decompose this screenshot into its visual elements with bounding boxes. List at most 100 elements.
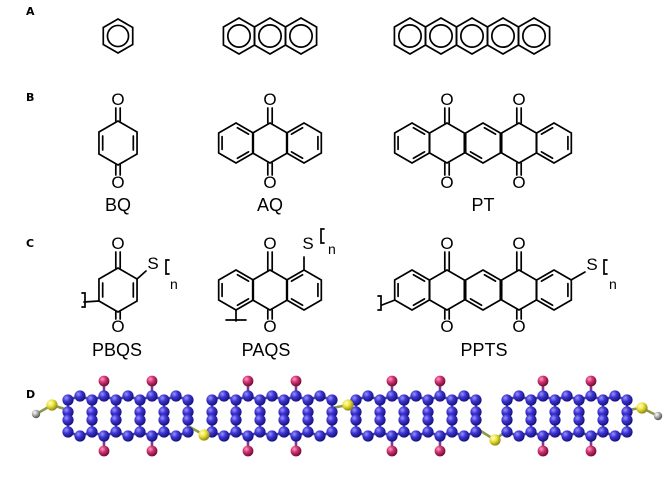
aq-left-inner-double-bond <box>236 151 250 160</box>
carbon-atom <box>446 426 458 438</box>
pbqs-oxygen-bottom: O <box>111 317 124 336</box>
carbon-atom <box>230 406 242 418</box>
aq-right-ring <box>285 122 323 164</box>
carbon-atom <box>537 430 549 442</box>
pentacene-aromatic-circle <box>459 23 485 49</box>
panel-label-a: A <box>26 5 35 18</box>
ppts-ring4-ring <box>500 269 538 311</box>
carbon-atom <box>290 390 302 402</box>
pbqs-s-bond <box>136 270 147 280</box>
carbon-atom <box>326 426 338 438</box>
carbon-atom <box>525 414 537 426</box>
paqs-sulfur: S <box>302 234 313 253</box>
carbon-atom <box>470 394 482 406</box>
carbon-atom <box>326 394 338 406</box>
carbon-atom <box>513 430 525 442</box>
ppts-oxygen-top-right: O <box>512 234 525 253</box>
carbon-atom <box>537 390 549 402</box>
pt-oxygen-top-left: O <box>440 90 453 109</box>
oxygen-atom <box>98 445 110 457</box>
carbon-atom <box>549 394 561 406</box>
pentacene-aromatic-circle <box>490 23 516 49</box>
pt-oxygen-bottom-left: O <box>440 173 453 192</box>
paqs-right-inner-double-bond <box>290 298 304 307</box>
ppts-ring2-ring <box>428 269 466 311</box>
carbon-atom <box>386 390 398 402</box>
carbon-atom <box>434 390 446 402</box>
carbon-atom <box>86 394 98 406</box>
carbon-atom <box>314 430 326 442</box>
carbon-atom <box>585 430 597 442</box>
oxygen-atom <box>242 445 254 457</box>
carbon-atom <box>350 394 362 406</box>
carbon-atom <box>146 430 158 442</box>
carbon-atom <box>134 414 146 426</box>
carbon-atom <box>501 406 513 418</box>
oxygen-atom <box>434 445 446 457</box>
sulfur-atom <box>198 429 210 441</box>
pentacene-aromatic-circle <box>397 23 423 49</box>
panel-label-b: B <box>26 91 34 104</box>
carbon-atom <box>446 406 458 418</box>
bq-ring <box>98 120 138 166</box>
pt-ring5-inner-double-bond <box>540 151 554 160</box>
carbon-atom <box>470 406 482 418</box>
oxygen-atom <box>537 375 549 387</box>
ppts-name: PPTS <box>460 340 507 360</box>
ppts-left-bracket <box>377 295 382 311</box>
carbon-atom <box>513 390 525 402</box>
pt-ring3-inner-double-bond <box>483 126 497 135</box>
carbon-atom <box>230 426 242 438</box>
carbon-atom <box>501 426 513 438</box>
carbon-atom <box>302 406 314 418</box>
carbon-atom <box>362 430 374 442</box>
carbon-atom <box>278 406 290 418</box>
carbon-atom <box>398 414 410 426</box>
carbon-atom <box>597 406 609 418</box>
carbon-atom <box>242 390 254 402</box>
carbon-atom <box>326 406 338 418</box>
pt-ring2-ring <box>428 122 466 164</box>
carbon-atom <box>62 406 74 418</box>
carbon-atom <box>398 406 410 418</box>
carbon-atom <box>501 414 513 426</box>
anthracene-aromatic-circle <box>226 23 252 49</box>
sulfur-atom <box>489 434 501 446</box>
oxygen-atom <box>146 375 158 387</box>
carbon-atom <box>74 430 86 442</box>
carbon-atom <box>254 426 266 438</box>
paqs-oxygen-bottom: O <box>263 317 276 336</box>
aq-right-inner-double-bond <box>290 151 304 160</box>
sulfur-atom <box>342 399 354 411</box>
carbon-atom <box>158 426 170 438</box>
carbon-atom <box>350 426 362 438</box>
carbon-atom <box>86 426 98 438</box>
aq-right-inner-double-bond <box>290 126 304 135</box>
carbon-atom <box>549 406 561 418</box>
oxygen-atom <box>242 375 254 387</box>
pbqs-left-bracket <box>81 292 86 308</box>
carbon-atom <box>573 426 585 438</box>
carbon-atom <box>561 390 573 402</box>
carbon-atom <box>398 426 410 438</box>
carbon-atom <box>254 394 266 406</box>
pt-ring5-ring <box>535 122 573 164</box>
ppts-ring3-inner-double-bond <box>469 298 483 307</box>
carbon-atom <box>422 394 434 406</box>
ppts-ring1-inner-double-bond <box>412 273 426 282</box>
carbon-atom <box>446 414 458 426</box>
carbon-atom <box>302 426 314 438</box>
ppts-ring5-inner-double-bond <box>540 273 554 282</box>
carbon-atom <box>573 394 585 406</box>
oxygen-atom <box>98 375 110 387</box>
bq-name: BQ <box>105 195 131 215</box>
ppts-sulfur: S <box>586 255 597 274</box>
pt-ring4-ring <box>500 122 538 164</box>
pentacene-aromatic-circle <box>428 23 454 49</box>
carbon-atom <box>206 394 218 406</box>
carbon-atom <box>573 406 585 418</box>
benzene-ring <box>102 18 134 54</box>
pbqs-sulfur: S <box>147 254 158 273</box>
carbon-atom <box>422 426 434 438</box>
carbon-atom <box>182 394 194 406</box>
